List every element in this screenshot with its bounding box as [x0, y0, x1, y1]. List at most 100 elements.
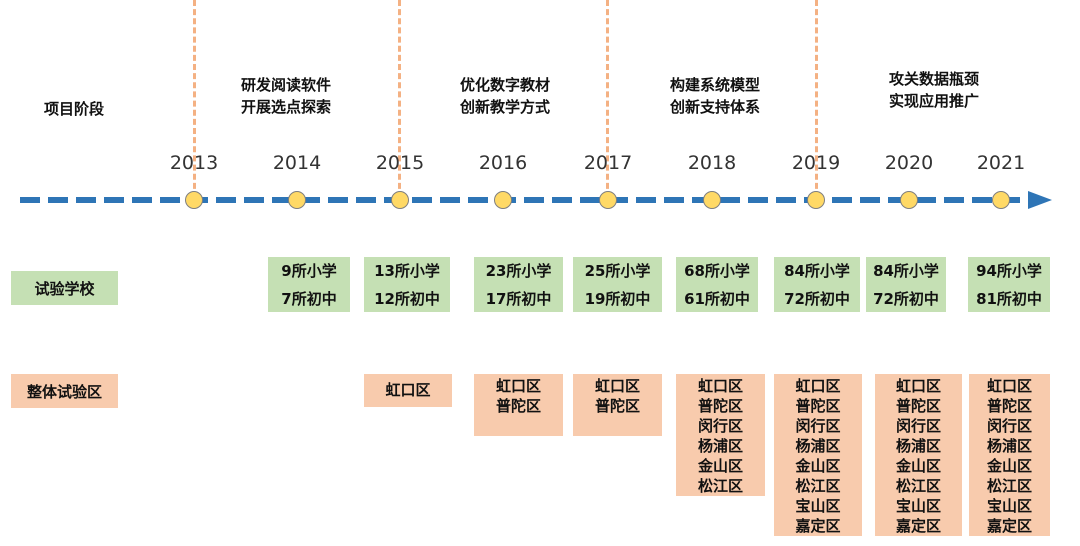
school-count-box: 94所小学 81所初中 — [968, 257, 1050, 312]
phase-text: 攻关数据瓶颈 — [888, 70, 979, 88]
district-box: 虹口区普陀区闵行区杨浦区金山区松江区宝山区嘉定区 — [774, 374, 862, 536]
district-box: 虹口区 — [364, 374, 452, 407]
phase-2: 优化数字教材创新教学方式 — [425, 74, 585, 118]
milestone-dot — [703, 191, 721, 209]
row-label-phase: 项目阶段 — [44, 100, 105, 118]
primary-count: 23所小学 — [485, 262, 552, 280]
year-label: 2014 — [272, 152, 322, 174]
district-name: 普陀区 — [594, 397, 640, 415]
phase-text: 创新教学方式 — [459, 98, 550, 116]
middle-count: 72所初中 — [784, 290, 850, 308]
school-count-box: 9所小学 7所初中 — [268, 257, 350, 312]
district-name: 闵行区 — [697, 417, 743, 435]
district-name: 普陀区 — [895, 397, 941, 415]
phase-text: 研发阅读软件 — [240, 76, 331, 94]
phase-divider — [398, 0, 401, 198]
school-count-box: 13所小学 12所初中 — [364, 257, 450, 312]
district-box: 虹口区普陀区 — [573, 374, 662, 436]
phase-text: 构建系统模型 — [669, 76, 760, 94]
primary-count: 13所小学 — [374, 262, 440, 280]
district-name: 松江区 — [895, 477, 941, 495]
district-name: 普陀区 — [495, 397, 541, 415]
year-label: 2015 — [375, 152, 425, 174]
phase-text: 优化数字教材 — [459, 76, 550, 94]
school-count-box: 23所小学 17所初中 — [474, 257, 563, 312]
primary-count: 25所小学 — [584, 262, 651, 280]
school-count-box: 68所小学 61所初中 — [676, 257, 758, 312]
district-name: 虹口区 — [795, 377, 841, 395]
primary-count: 94所小学 — [976, 262, 1042, 280]
year-label: 2017 — [583, 152, 633, 174]
district-box: 虹口区普陀区闵行区杨浦区金山区松江区宝山区嘉定区 — [969, 374, 1050, 536]
year-label: 2021 — [976, 152, 1026, 174]
row-label-schools: 试验学校 — [11, 271, 118, 305]
district-name: 松江区 — [986, 477, 1032, 495]
district-name: 宝山区 — [986, 497, 1032, 515]
milestone-dot — [599, 191, 617, 209]
district-name: 虹口区 — [895, 377, 941, 395]
district-box: 虹口区普陀区闵行区杨浦区金山区松江区宝山区嘉定区 — [875, 374, 962, 536]
district-name: 普陀区 — [795, 397, 841, 415]
year-label: 2018 — [687, 152, 737, 174]
milestone-dot — [288, 191, 306, 209]
milestone-dot — [807, 191, 825, 209]
district-name: 金山区 — [895, 457, 941, 475]
district-name: 虹口区 — [697, 377, 743, 395]
primary-count: 68所小学 — [684, 262, 750, 280]
district-name: 宝山区 — [895, 497, 941, 515]
district-name: 杨浦区 — [795, 437, 841, 455]
milestone-dot — [391, 191, 409, 209]
phase-divider — [606, 0, 609, 198]
district-name: 嘉定区 — [986, 517, 1032, 535]
middle-count: 12所初中 — [374, 290, 440, 308]
year-label: 2013 — [169, 152, 219, 174]
district-name: 普陀区 — [986, 397, 1032, 415]
district-name: 宝山区 — [795, 497, 841, 515]
middle-count: 81所初中 — [976, 290, 1042, 308]
district-name: 普陀区 — [697, 397, 743, 415]
district-name: 虹口区 — [495, 377, 541, 395]
district-name: 杨浦区 — [697, 437, 743, 455]
school-count-box: 84所小学 72所初中 — [866, 257, 946, 312]
school-count-box: 84所小学 72所初中 — [774, 257, 860, 312]
phase-text: 创新支持体系 — [669, 98, 760, 116]
district-name: 松江区 — [795, 477, 841, 495]
phase-text: 开展选点探索 — [240, 98, 331, 116]
timeline-arrow-icon — [1028, 191, 1052, 209]
phase-4: 攻关数据瓶颈实现应用推广 — [854, 68, 1014, 112]
district-name: 闵行区 — [895, 417, 941, 435]
middle-count: 7所初中 — [281, 290, 337, 308]
district-name: 金山区 — [795, 457, 841, 475]
phase-divider — [815, 0, 818, 198]
primary-count: 9所小学 — [281, 262, 337, 280]
district-name: 金山区 — [986, 457, 1032, 475]
year-label: 2019 — [791, 152, 841, 174]
phase-divider — [193, 0, 196, 198]
school-count-box: 25所小学 19所初中 — [573, 257, 662, 312]
middle-count: 17所初中 — [485, 290, 552, 308]
district-name: 虹口区 — [986, 377, 1032, 395]
district-name: 嘉定区 — [795, 517, 841, 535]
middle-count: 19所初中 — [584, 290, 651, 308]
district-name: 嘉定区 — [895, 517, 941, 535]
primary-count: 84所小学 — [873, 262, 939, 280]
year-label: 2016 — [478, 152, 528, 174]
row-label-zones: 整体试验区 — [11, 374, 118, 408]
middle-count: 72所初中 — [873, 290, 939, 308]
milestone-dot — [992, 191, 1010, 209]
primary-count: 84所小学 — [784, 262, 850, 280]
district-box: 虹口区普陀区 — [474, 374, 563, 436]
phase-text: 实现应用推广 — [888, 92, 979, 110]
district-name: 松江区 — [697, 477, 743, 495]
district-name: 金山区 — [697, 457, 743, 475]
district-name: 闵行区 — [986, 417, 1032, 435]
district-name: 虹口区 — [594, 377, 640, 395]
district-name: 虹口区 — [385, 381, 431, 399]
middle-count: 61所初中 — [684, 290, 750, 308]
milestone-dot — [900, 191, 918, 209]
district-name: 杨浦区 — [986, 437, 1032, 455]
district-name: 闵行区 — [795, 417, 841, 435]
timeline-axis — [20, 191, 1052, 209]
milestone-dot — [494, 191, 512, 209]
